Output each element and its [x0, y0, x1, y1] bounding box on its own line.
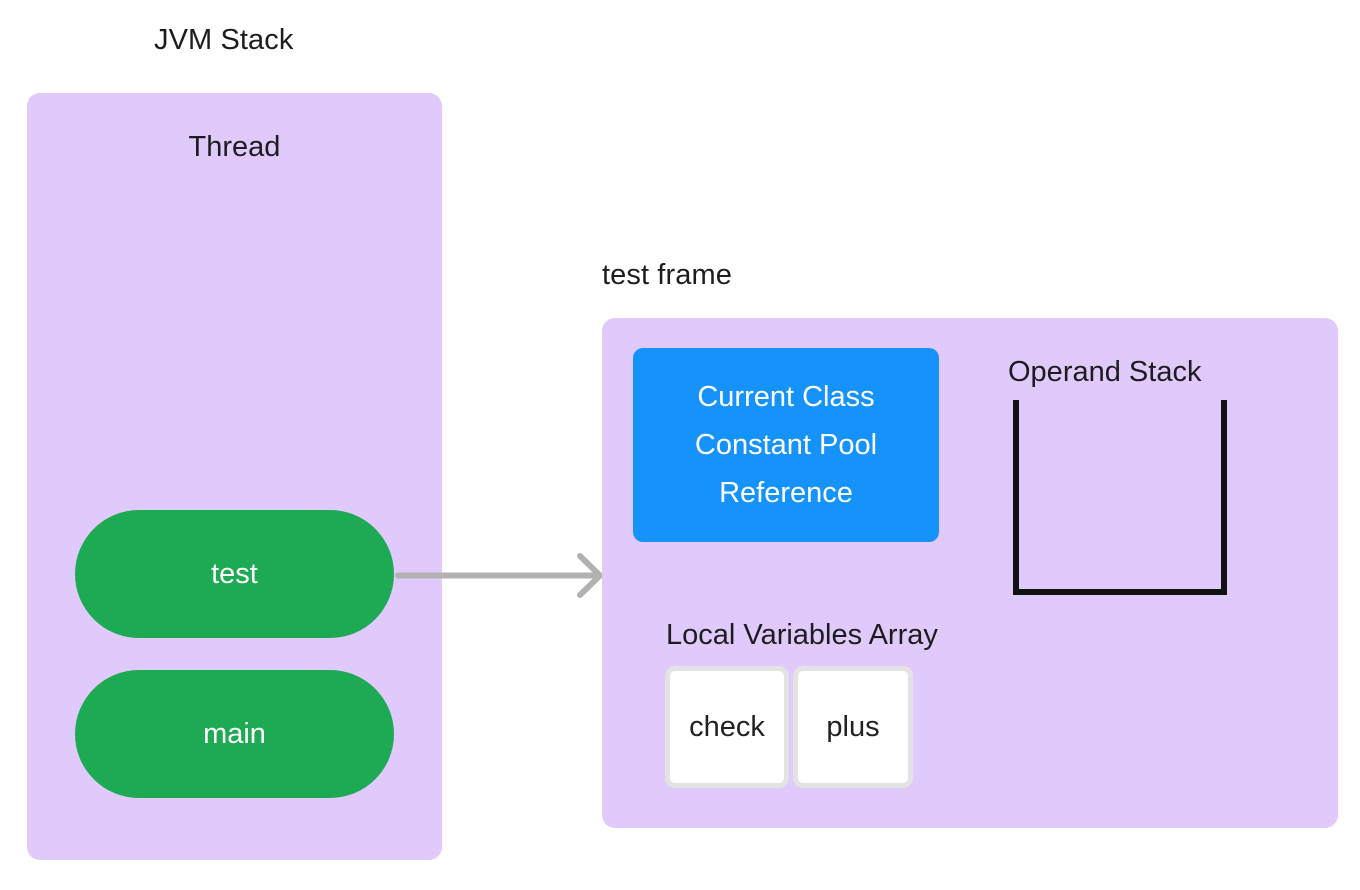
- frame-panel: Current Class Constant Pool Reference Op…: [602, 318, 1338, 828]
- local-variable-slot[interactable]: plus: [793, 666, 913, 788]
- operand-stack-container-icon: [1013, 400, 1227, 595]
- local-variable-slot-label: check: [689, 711, 765, 743]
- constant-pool-reference-box[interactable]: Current Class Constant Pool Reference: [633, 348, 939, 542]
- arrow-right-icon: [395, 553, 603, 598]
- constant-pool-line: Current Class: [697, 381, 875, 413]
- constant-pool-line: Constant Pool: [694, 429, 878, 461]
- local-variables-slots: check plus: [665, 666, 913, 788]
- local-variable-slot-label: plus: [826, 711, 880, 743]
- local-variable-slot[interactable]: check: [665, 666, 789, 788]
- frame-panel-title: test frame: [602, 259, 732, 291]
- local-variables-array-label: Local Variables Array: [666, 619, 938, 651]
- constant-pool-line: Reference: [719, 477, 853, 509]
- operand-stack-label: Operand Stack: [1008, 356, 1202, 388]
- stack-frame-label: test: [211, 558, 258, 590]
- stack-frame-main[interactable]: main: [75, 670, 394, 798]
- stack-frame-test[interactable]: test: [75, 510, 394, 638]
- stack-frame-label: main: [203, 718, 266, 750]
- thread-label: Thread: [188, 131, 281, 163]
- thread-panel: Thread test main: [27, 93, 442, 860]
- page-title: JVM Stack: [154, 24, 294, 56]
